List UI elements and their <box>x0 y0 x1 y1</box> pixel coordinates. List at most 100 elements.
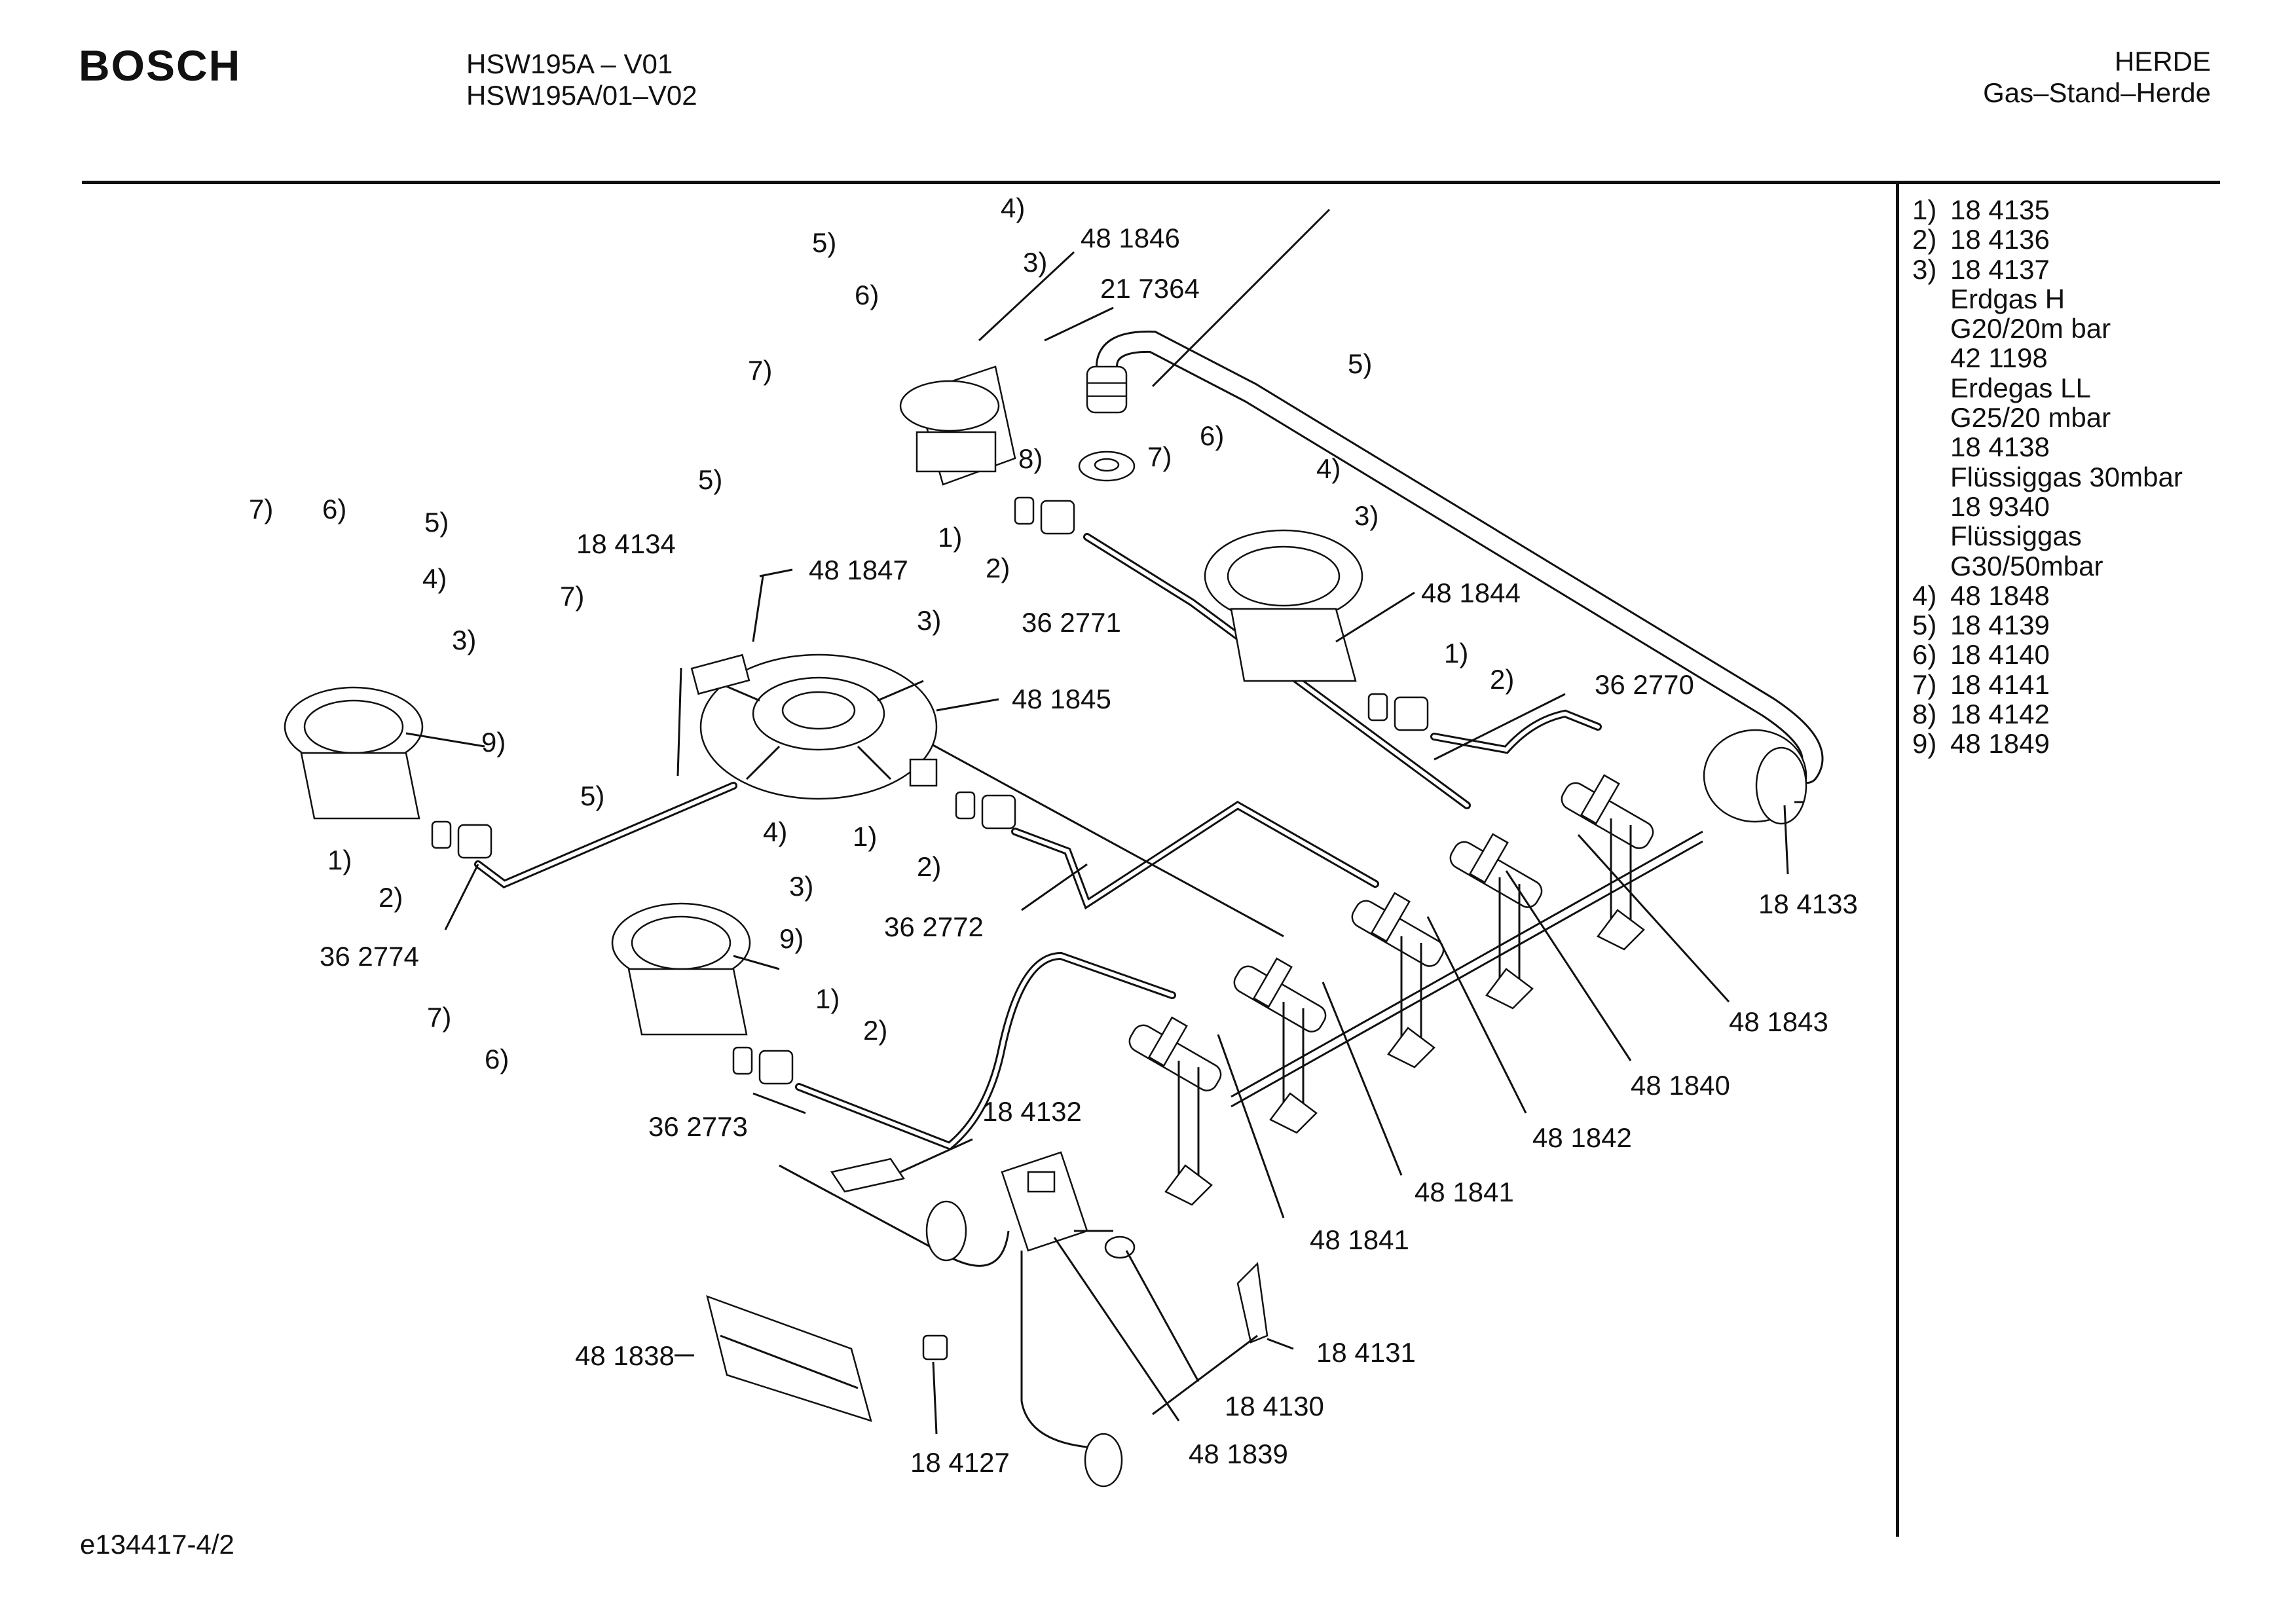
legend-text: 18 4136 <box>1950 224 2050 255</box>
gas-tubes <box>474 533 1602 1150</box>
label-21-7364: 21 7364 <box>1100 273 1200 304</box>
label-18-4133: 18 4133 <box>1758 888 1858 919</box>
label-48-1846: 48 1846 <box>1081 223 1180 253</box>
legend-row: G30/50mbar <box>1950 550 2103 581</box>
callout-9: 9) <box>481 727 506 758</box>
callout-1: 1) <box>327 845 352 875</box>
legend-text: 18 4135 <box>1950 194 2050 225</box>
legend-ref: 8) <box>1912 699 1937 730</box>
label-36-2772: 36 2772 <box>884 911 984 942</box>
category-line-2: Gas–Stand–Herde <box>1983 77 2211 108</box>
label-18-4132: 18 4132 <box>982 1096 1082 1127</box>
legend-row: 42 1198 <box>1950 342 2048 374</box>
callout-9: 9) <box>779 923 804 954</box>
legend-row: 18 4138 <box>1950 431 2050 463</box>
callout-1: 1) <box>815 983 840 1014</box>
legend-text: 18 4139 <box>1950 610 2050 641</box>
label-18-4134: 18 4134 <box>576 528 676 559</box>
callout-2: 2) <box>863 1015 887 1046</box>
callout-5: 5) <box>812 227 836 258</box>
legend-ref: 9) <box>1912 728 1937 760</box>
label-48-1843: 48 1843 <box>1729 1006 1828 1037</box>
legend-row: 9) 48 1849 <box>1912 728 2183 760</box>
drawing-code: e134417-4/2 <box>80 1529 234 1560</box>
pipe-end-cap <box>1703 729 1807 825</box>
callout-3: 3) <box>1354 500 1379 531</box>
callout-7: 7) <box>427 1002 451 1033</box>
legend-ref: 5) <box>1912 610 1937 641</box>
wok-burner <box>690 653 938 800</box>
legend-row: Flüssiggas 30mbar <box>1950 461 2183 492</box>
legend-row: G25/20 mbar <box>1950 402 2111 433</box>
legend-text: 48 1848 <box>1950 579 2050 611</box>
callout-1: 1) <box>938 522 962 553</box>
reference-callouts: 4) 5) 3) 6) 7) 5) 6) 8) 7) 4) 5) 3) 1) 2… <box>249 192 1514 1074</box>
callout-4: 4) <box>763 816 787 847</box>
legend-text: 18 4141 <box>1950 669 2050 700</box>
label-48-1841-b: 48 1841 <box>1310 1224 1409 1255</box>
label-36-2771: 36 2771 <box>1022 607 1121 638</box>
callout-8: 8) <box>1018 443 1043 474</box>
category: HERDE Gas–Stand–Herde <box>1983 46 2211 109</box>
model-numbers: HSW195A – V01 HSW195A/01–V02 <box>466 48 697 111</box>
callout-2: 2) <box>1490 664 1514 695</box>
callout-3: 3) <box>789 871 813 902</box>
callout-5: 5) <box>1348 348 1372 379</box>
legend-row: G20/20m bar <box>1950 313 2111 344</box>
main-gas-pipe <box>1086 330 1824 784</box>
callout-5: 5) <box>698 464 722 495</box>
model-line-1: HSW195A – V01 <box>466 48 673 79</box>
legend-ref: 1) <box>1912 194 1937 225</box>
callout-6: 6) <box>485 1044 509 1074</box>
brand-logo: BOSCH <box>79 41 242 90</box>
legend-row: 6)18 4140 <box>1912 639 2183 670</box>
callout-5: 5) <box>424 507 449 538</box>
header-rule <box>82 181 2220 184</box>
callout-5: 5) <box>580 780 604 811</box>
legend-ref: 7) <box>1912 669 1937 700</box>
label-48-1844: 48 1844 <box>1421 577 1521 608</box>
parts-legend: 1)18 4135 2)18 4136 3)18 4137 Erdgas H G… <box>1912 195 2183 759</box>
label-48-1845: 48 1845 <box>1012 684 1111 714</box>
callout-4: 4) <box>1316 453 1341 484</box>
callout-2: 2) <box>379 882 403 913</box>
legend-row: Erdgas H <box>1950 283 2065 314</box>
legend-text: 48 1849 <box>1950 728 2050 760</box>
pipe-seal-ring <box>1078 450 1136 482</box>
burner-top <box>899 365 1016 486</box>
legend-text: 18 4137 <box>1950 253 2050 285</box>
label-48-1847: 48 1847 <box>809 555 908 585</box>
callout-7: 7) <box>560 581 584 612</box>
label-48-1842: 48 1842 <box>1532 1122 1632 1153</box>
label-48-1839: 48 1839 <box>1189 1438 1288 1469</box>
callout-2: 2) <box>986 553 1010 583</box>
legend-text: 18 4142 <box>1950 699 2050 730</box>
callout-2: 2) <box>917 851 941 882</box>
legend-ref: 3) <box>1912 253 1937 285</box>
burner-left <box>284 686 424 820</box>
legend-row: 5) 18 4139 <box>1912 610 2183 640</box>
callout-6: 6) <box>855 280 879 310</box>
callout-6: 6) <box>322 494 346 524</box>
label-18-4130: 18 4130 <box>1225 1391 1324 1421</box>
gas-valves <box>1128 774 1654 1206</box>
legend-row: 1) 18 4135 <box>1912 195 2183 225</box>
callout-1: 1) <box>1444 638 1468 669</box>
legend-row: 4)48 1848 <box>1912 579 2183 611</box>
legend-row: Flüssiggas <box>1950 521 2082 552</box>
label-48-1840: 48 1840 <box>1631 1070 1730 1101</box>
category-line-1: HERDE <box>2114 46 2211 77</box>
burner-right <box>1204 529 1363 682</box>
callout-3: 3) <box>917 605 941 636</box>
legend-row: 3) 18 4137 <box>1912 253 2183 285</box>
legend-ref: 6) <box>1912 639 1937 670</box>
callout-3: 3) <box>1023 247 1047 278</box>
label-18-4131: 18 4131 <box>1316 1337 1416 1368</box>
label-48-1838: 48 1838 <box>575 1340 675 1371</box>
label-48-1841-a: 48 1841 <box>1415 1177 1514 1207</box>
legend-row: 18 9340 <box>1950 490 2050 522</box>
part-labels: 48 1846 21 7364 18 4134 48 1847 36 2771 … <box>320 223 1858 1478</box>
label-36-2770: 36 2770 <box>1595 669 1694 700</box>
label-18-4127: 18 4127 <box>910 1447 1010 1478</box>
model-line-2: HSW195A/01–V02 <box>466 80 697 111</box>
